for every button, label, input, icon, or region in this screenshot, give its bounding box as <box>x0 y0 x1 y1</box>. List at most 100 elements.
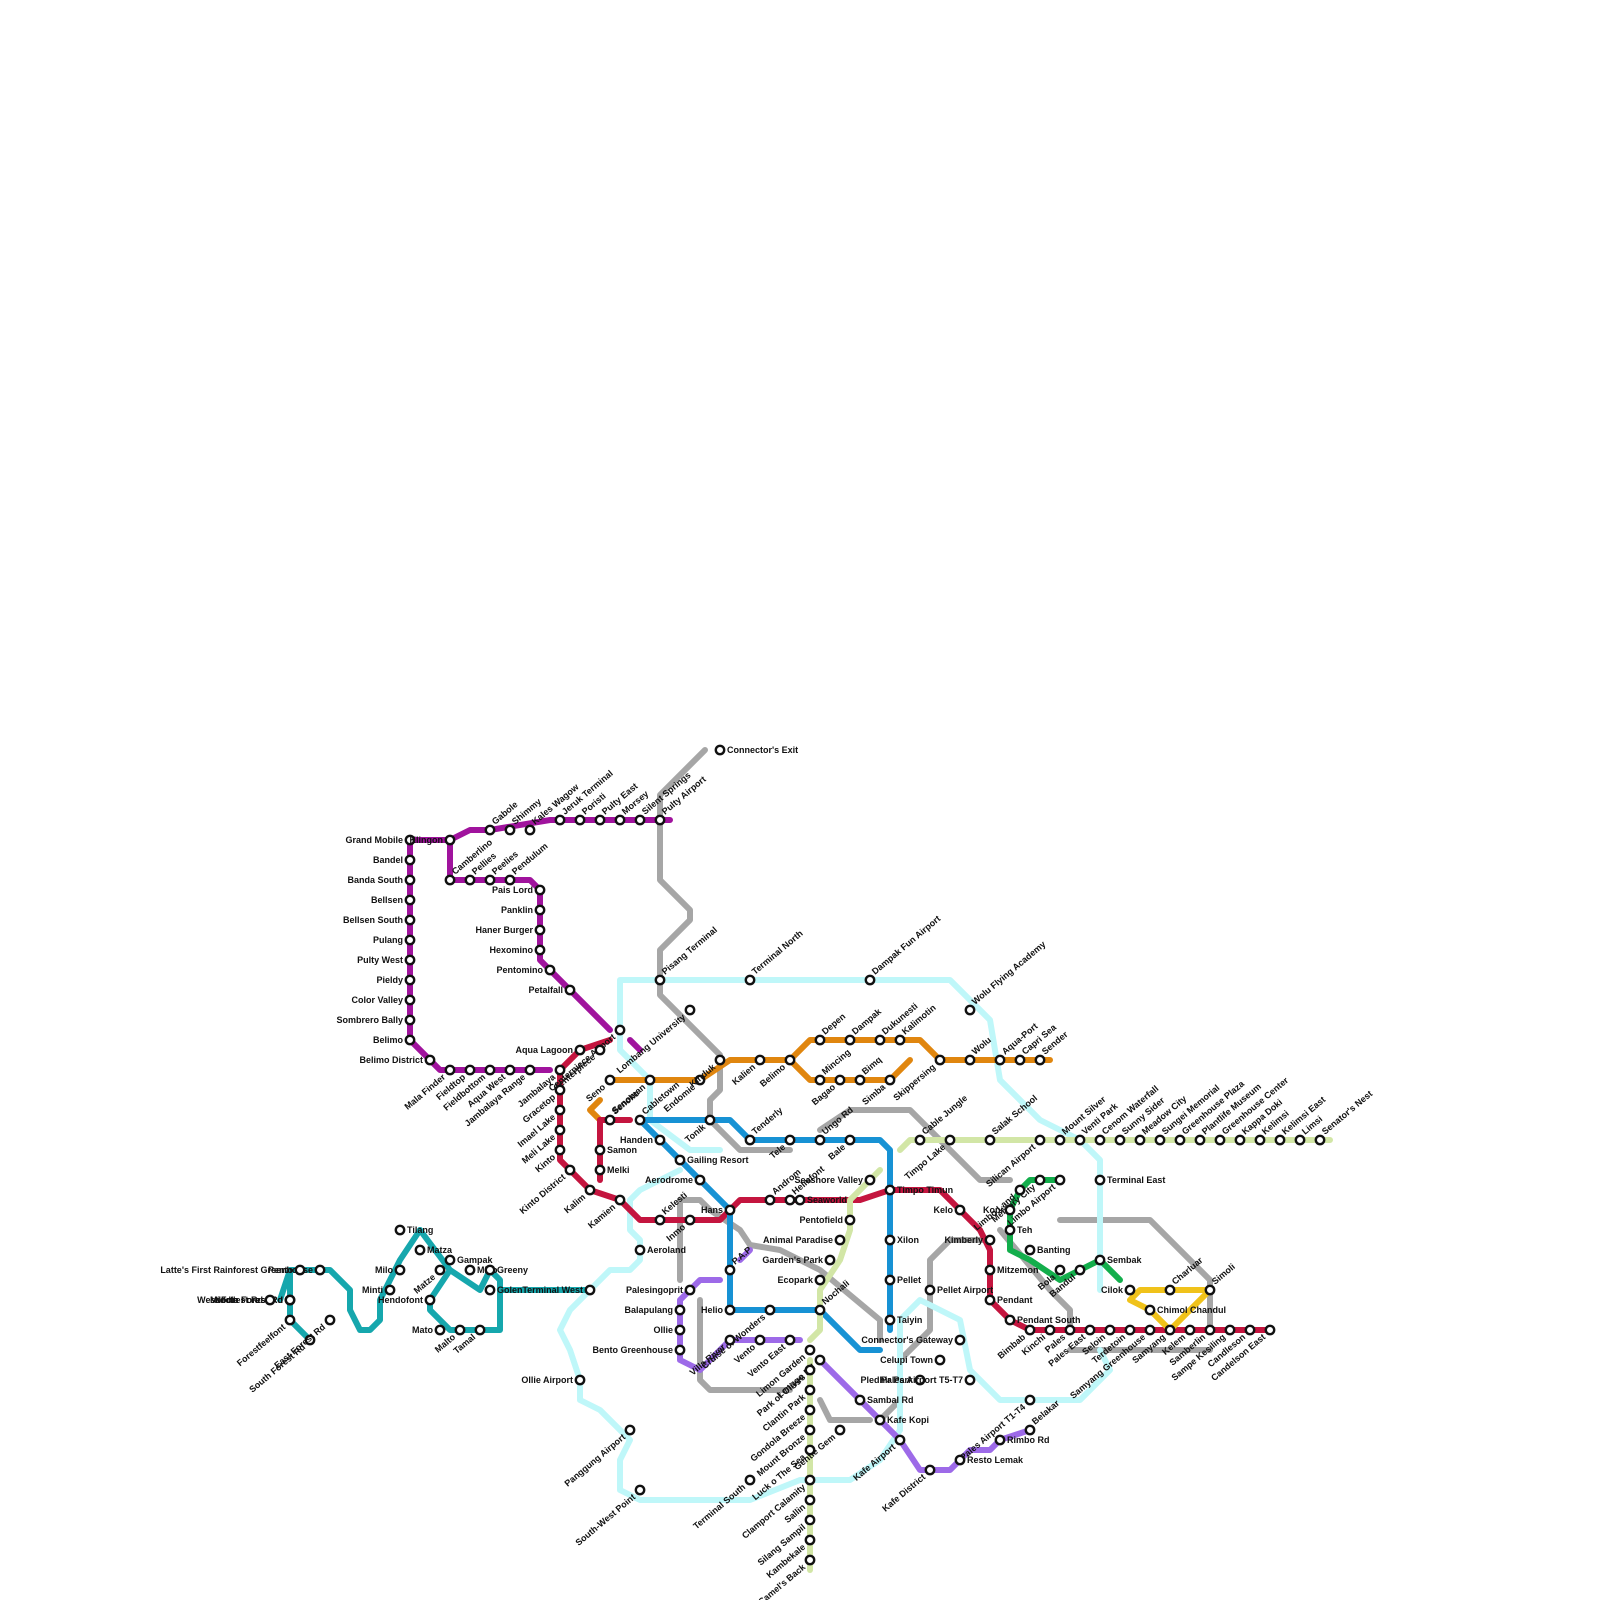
station-marker[interactable] <box>864 1174 876 1186</box>
station-marker[interactable] <box>554 1064 566 1076</box>
station-marker[interactable] <box>1024 1394 1036 1406</box>
station[interactable]: Color Valley <box>351 994 416 1006</box>
station-marker[interactable] <box>1214 1134 1226 1146</box>
station-marker[interactable] <box>484 1064 496 1076</box>
station-marker[interactable] <box>984 1294 996 1306</box>
station-marker[interactable] <box>784 1054 796 1066</box>
station[interactable]: Sambal Rd <box>854 1394 914 1406</box>
station-marker[interactable] <box>434 1324 446 1336</box>
station-marker[interactable] <box>634 1114 646 1126</box>
station-marker[interactable] <box>704 1114 716 1126</box>
station-marker[interactable] <box>614 814 626 826</box>
station[interactable]: Wolu Flying Academy <box>964 939 1048 1016</box>
station-marker[interactable] <box>564 1164 576 1176</box>
station[interactable]: Minti <box>362 1284 396 1296</box>
station-marker[interactable] <box>504 824 516 836</box>
station-marker[interactable] <box>1104 1324 1116 1336</box>
station[interactable]: Pendant South <box>1004 1314 1081 1326</box>
station-marker[interactable] <box>574 1374 586 1386</box>
station-marker[interactable] <box>724 1304 736 1316</box>
station-marker[interactable] <box>574 1044 586 1056</box>
station[interactable]: Bellsen <box>371 894 416 906</box>
station-marker[interactable] <box>604 1114 616 1126</box>
station-marker[interactable] <box>384 1284 396 1296</box>
station-marker[interactable] <box>1134 1134 1146 1146</box>
station-marker[interactable] <box>1054 1134 1066 1146</box>
station-marker[interactable] <box>654 1214 666 1226</box>
station-marker[interactable] <box>574 814 586 826</box>
station[interactable]: Aeroland <box>634 1244 686 1256</box>
station-marker[interactable] <box>714 744 726 756</box>
station-marker[interactable] <box>994 1434 1006 1446</box>
station-marker[interactable] <box>764 1304 776 1316</box>
station-marker[interactable] <box>694 1174 706 1186</box>
station-marker[interactable] <box>594 814 606 826</box>
station-marker[interactable] <box>744 1134 756 1146</box>
station-marker[interactable] <box>404 834 416 846</box>
station[interactable]: Chimol Chandul <box>1144 1304 1226 1316</box>
station[interactable]: Pellet Airport <box>924 1284 993 1296</box>
station-marker[interactable] <box>294 1264 306 1276</box>
station[interactable]: Pendant <box>984 1294 1033 1306</box>
station[interactable]: Villa River <box>688 1334 736 1378</box>
station[interactable]: Ollie Airport <box>521 1374 586 1386</box>
station[interactable]: Samon <box>594 1144 637 1156</box>
station-marker[interactable] <box>1234 1134 1246 1146</box>
station[interactable]: Cable Jungle <box>914 1093 969 1146</box>
station-marker[interactable] <box>814 1134 826 1146</box>
station-marker[interactable] <box>404 874 416 886</box>
station[interactable]: Kafe Airport <box>851 1434 906 1483</box>
station-marker[interactable] <box>484 1264 496 1276</box>
station[interactable]: Tilang <box>394 1224 434 1236</box>
station-marker[interactable] <box>1014 1184 1026 1196</box>
station-marker[interactable] <box>684 1004 696 1016</box>
station-marker[interactable] <box>694 1074 706 1086</box>
station[interactable]: Pentomino <box>497 964 556 976</box>
station-marker[interactable] <box>484 824 496 836</box>
station-marker[interactable] <box>624 1424 636 1436</box>
station-marker[interactable] <box>1184 1324 1196 1336</box>
station-marker[interactable] <box>934 1054 946 1066</box>
station-marker[interactable] <box>1004 1314 1016 1326</box>
station-marker[interactable] <box>1044 1324 1056 1336</box>
station[interactable]: Pales Airport T5-T7 <box>881 1374 976 1386</box>
station-marker[interactable] <box>1264 1324 1276 1336</box>
station-marker[interactable] <box>474 1324 486 1336</box>
station[interactable]: Kafe District <box>880 1464 936 1514</box>
station[interactable]: Cilok <box>1101 1284 1136 1296</box>
station-marker[interactable] <box>284 1294 296 1306</box>
station-marker[interactable] <box>724 1334 736 1346</box>
station-marker[interactable] <box>544 964 556 976</box>
station-marker[interactable] <box>714 1054 726 1066</box>
station-marker[interactable] <box>784 1194 796 1206</box>
station-marker[interactable] <box>814 1354 826 1366</box>
station[interactable]: Kamien <box>586 1194 626 1231</box>
station-marker[interactable] <box>404 974 416 986</box>
station-marker[interactable] <box>744 974 756 986</box>
station-marker[interactable] <box>954 1204 966 1216</box>
station-marker[interactable] <box>744 1474 756 1486</box>
station[interactable]: Aqua Lagoon <box>516 1044 586 1056</box>
station-marker[interactable] <box>534 944 546 956</box>
station-marker[interactable] <box>794 1194 806 1206</box>
station[interactable]: Simoli <box>1204 1262 1237 1296</box>
station-marker[interactable] <box>844 1134 856 1146</box>
station-marker[interactable] <box>754 1334 766 1346</box>
station[interactable]: Belimo <box>373 1034 416 1046</box>
station[interactable]: Pellet <box>884 1274 921 1286</box>
station-marker[interactable] <box>834 1234 846 1246</box>
station-marker[interactable] <box>644 1074 656 1086</box>
station-marker[interactable] <box>1054 1174 1066 1186</box>
station[interactable]: Kelo <box>933 1204 966 1216</box>
station[interactable]: Pulang <box>373 934 416 946</box>
station-marker[interactable] <box>884 1274 896 1286</box>
station-marker[interactable] <box>814 1304 826 1316</box>
station-marker[interactable] <box>724 1204 736 1216</box>
station-marker[interactable] <box>434 1264 446 1276</box>
station-marker[interactable] <box>504 1064 516 1076</box>
station-marker[interactable] <box>1074 1134 1086 1146</box>
station-marker[interactable] <box>1094 1174 1106 1186</box>
station[interactable]: Celupi Town <box>880 1354 946 1366</box>
station-marker[interactable] <box>854 1394 866 1406</box>
station[interactable]: Pais Lord <box>492 884 546 896</box>
